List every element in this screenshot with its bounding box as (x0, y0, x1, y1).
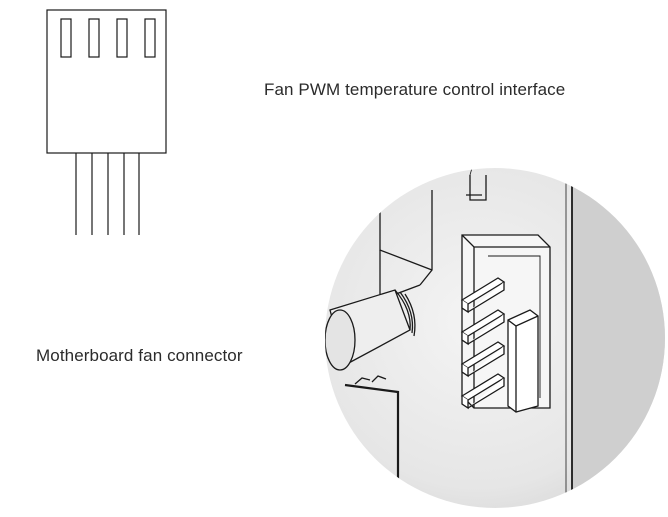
plug-pin-1 (60, 18, 72, 58)
plug-pin-4 (144, 18, 156, 58)
motherboard-connector-label: Motherboard fan connector (36, 346, 243, 365)
motherboard-fan-header-icon (325, 168, 665, 508)
four-pin-fan-plug-icon (46, 9, 167, 235)
plug-wires (75, 153, 140, 235)
header-pins (460, 277, 506, 410)
plug-housing (46, 9, 167, 154)
pwm-interface-label: Fan PWM temperature control interface (264, 80, 566, 99)
plug-pin-2 (88, 18, 100, 58)
plug-pin-3 (116, 18, 128, 58)
